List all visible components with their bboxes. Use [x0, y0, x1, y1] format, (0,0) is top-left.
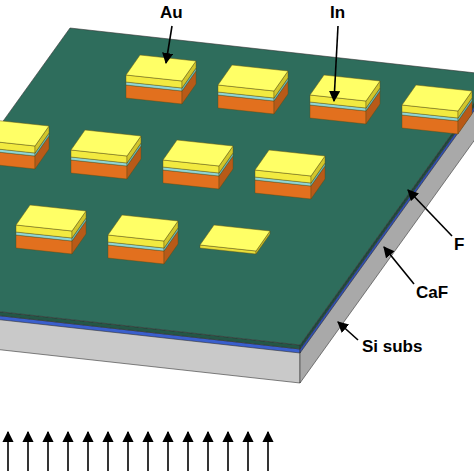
contact-pad	[0, 120, 49, 169]
illumination-arrows	[8, 432, 268, 471]
pad-top	[402, 85, 472, 111]
pad-top	[200, 225, 270, 251]
light-arrow	[207, 432, 209, 471]
layer-stack	[0, 28, 474, 383]
layer-label: Au	[160, 4, 183, 21]
light-arrow	[187, 432, 189, 471]
film-top	[0, 28, 474, 345]
light-arrow	[147, 432, 149, 471]
leader-line	[334, 26, 338, 101]
pad-top	[126, 55, 196, 81]
light-arrow	[267, 432, 269, 471]
contact-pads	[0, 55, 472, 264]
layer-label: CaF	[416, 284, 448, 301]
contact-pad	[108, 215, 178, 264]
contact-pad	[255, 150, 325, 199]
pad-top	[310, 75, 380, 101]
leader-line	[166, 26, 172, 63]
contact-pad	[126, 55, 196, 104]
pad-top	[71, 130, 141, 156]
contact-pad	[71, 130, 141, 179]
layer-label: F	[454, 236, 464, 253]
light-arrow	[27, 432, 29, 471]
pad-top	[16, 205, 86, 231]
contact-pad	[16, 205, 86, 254]
light-arrow	[107, 432, 109, 471]
light-arrow	[227, 432, 229, 471]
light-arrow	[247, 432, 249, 471]
light-arrow	[127, 432, 129, 471]
leader-lines	[166, 26, 452, 340]
pad-top	[218, 65, 288, 91]
contact-pad	[200, 225, 270, 254]
layer-label: Si subs	[362, 338, 422, 355]
pad-top	[163, 140, 233, 166]
light-arrow	[87, 432, 89, 471]
contact-pad	[163, 140, 233, 189]
leader-line	[384, 247, 414, 284]
pad-top	[108, 215, 178, 241]
leader-line	[408, 190, 452, 236]
contact-pad	[310, 75, 380, 124]
light-arrow	[7, 432, 9, 471]
pad-top	[255, 150, 325, 176]
leader-line	[338, 322, 358, 340]
contact-pad	[218, 65, 288, 114]
contact-pad	[402, 85, 472, 134]
light-arrow	[67, 432, 69, 471]
light-arrow	[167, 432, 169, 471]
layer-label: In	[330, 4, 345, 21]
light-arrow	[47, 432, 49, 471]
pad-top	[0, 120, 49, 146]
